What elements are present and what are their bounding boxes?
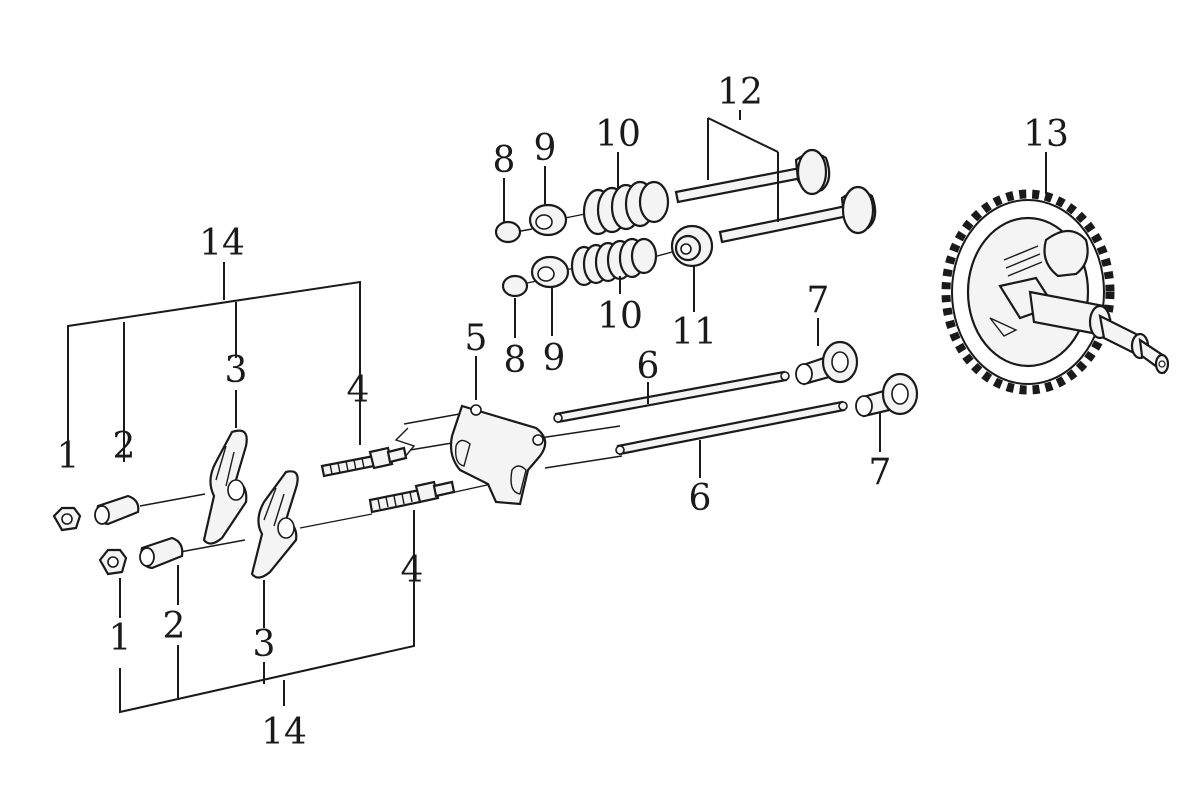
retainer-9-bottom	[530, 255, 570, 289]
label-14-top: 14	[199, 223, 245, 264]
cotter-8-top	[494, 220, 522, 244]
nut-1-bottom	[98, 548, 128, 576]
nut-1-top	[52, 506, 82, 532]
label-11: 11	[671, 312, 717, 353]
label-7-top: 7	[807, 280, 830, 321]
label-3-bottom: 3	[253, 624, 276, 665]
guide-plate-5	[449, 404, 547, 506]
tappet-7-bottom	[855, 372, 919, 418]
stud-4-top	[320, 446, 408, 478]
stud-4-bottom	[368, 480, 456, 514]
label-6-top: 6	[637, 346, 660, 387]
label-14-bottom: 14	[261, 712, 307, 753]
label-4-top: 4	[347, 370, 370, 411]
bushing-2-bottom	[139, 536, 184, 570]
camshaft-gear-13	[941, 189, 1170, 395]
label-3-top: 3	[225, 350, 248, 391]
label-1-top: 1	[57, 436, 80, 477]
label-7-bottom: 7	[869, 452, 892, 493]
cotter-8-bottom	[501, 274, 529, 298]
label-10-bottom: 10	[597, 296, 643, 337]
bushing-2-top	[94, 494, 140, 526]
label-8-bottom: 8	[504, 340, 527, 381]
rocker-arm-3-top	[202, 429, 248, 545]
valve-seat-11	[670, 224, 714, 268]
leader-lines	[475, 152, 1047, 478]
label-2-bottom: 2	[163, 606, 186, 647]
rocker-arm-3-bottom	[250, 470, 299, 579]
spring-10-top	[582, 180, 670, 236]
bracket-14-top	[67, 262, 361, 462]
valve-12-top	[674, 148, 831, 204]
valve-12-bottom	[718, 185, 877, 244]
label-9-bottom: 9	[543, 338, 566, 379]
label-1-bottom: 1	[109, 618, 132, 659]
label-10-top: 10	[595, 114, 641, 155]
tappet-7-top	[795, 340, 859, 386]
push-rod-6-top	[553, 370, 790, 424]
bracket-14-bottom	[119, 510, 415, 714]
push-rod-6-bottom	[615, 400, 848, 456]
label-6-bottom: 6	[689, 478, 712, 519]
retainer-9-top	[528, 203, 568, 237]
labels: 1 2 3 4 14 1 2 3 4 14 5 6 6 7 7 8 8 9 9 …	[57, 72, 1069, 753]
label-13: 13	[1023, 114, 1069, 155]
label-8-top: 8	[493, 140, 516, 181]
bracket-12	[707, 110, 779, 222]
label-2-top: 2	[113, 426, 136, 467]
spring-10-bottom	[570, 237, 658, 287]
label-12: 12	[717, 72, 763, 113]
label-5: 5	[465, 318, 488, 359]
label-4-bottom: 4	[401, 550, 424, 591]
label-9-top: 9	[534, 128, 557, 169]
